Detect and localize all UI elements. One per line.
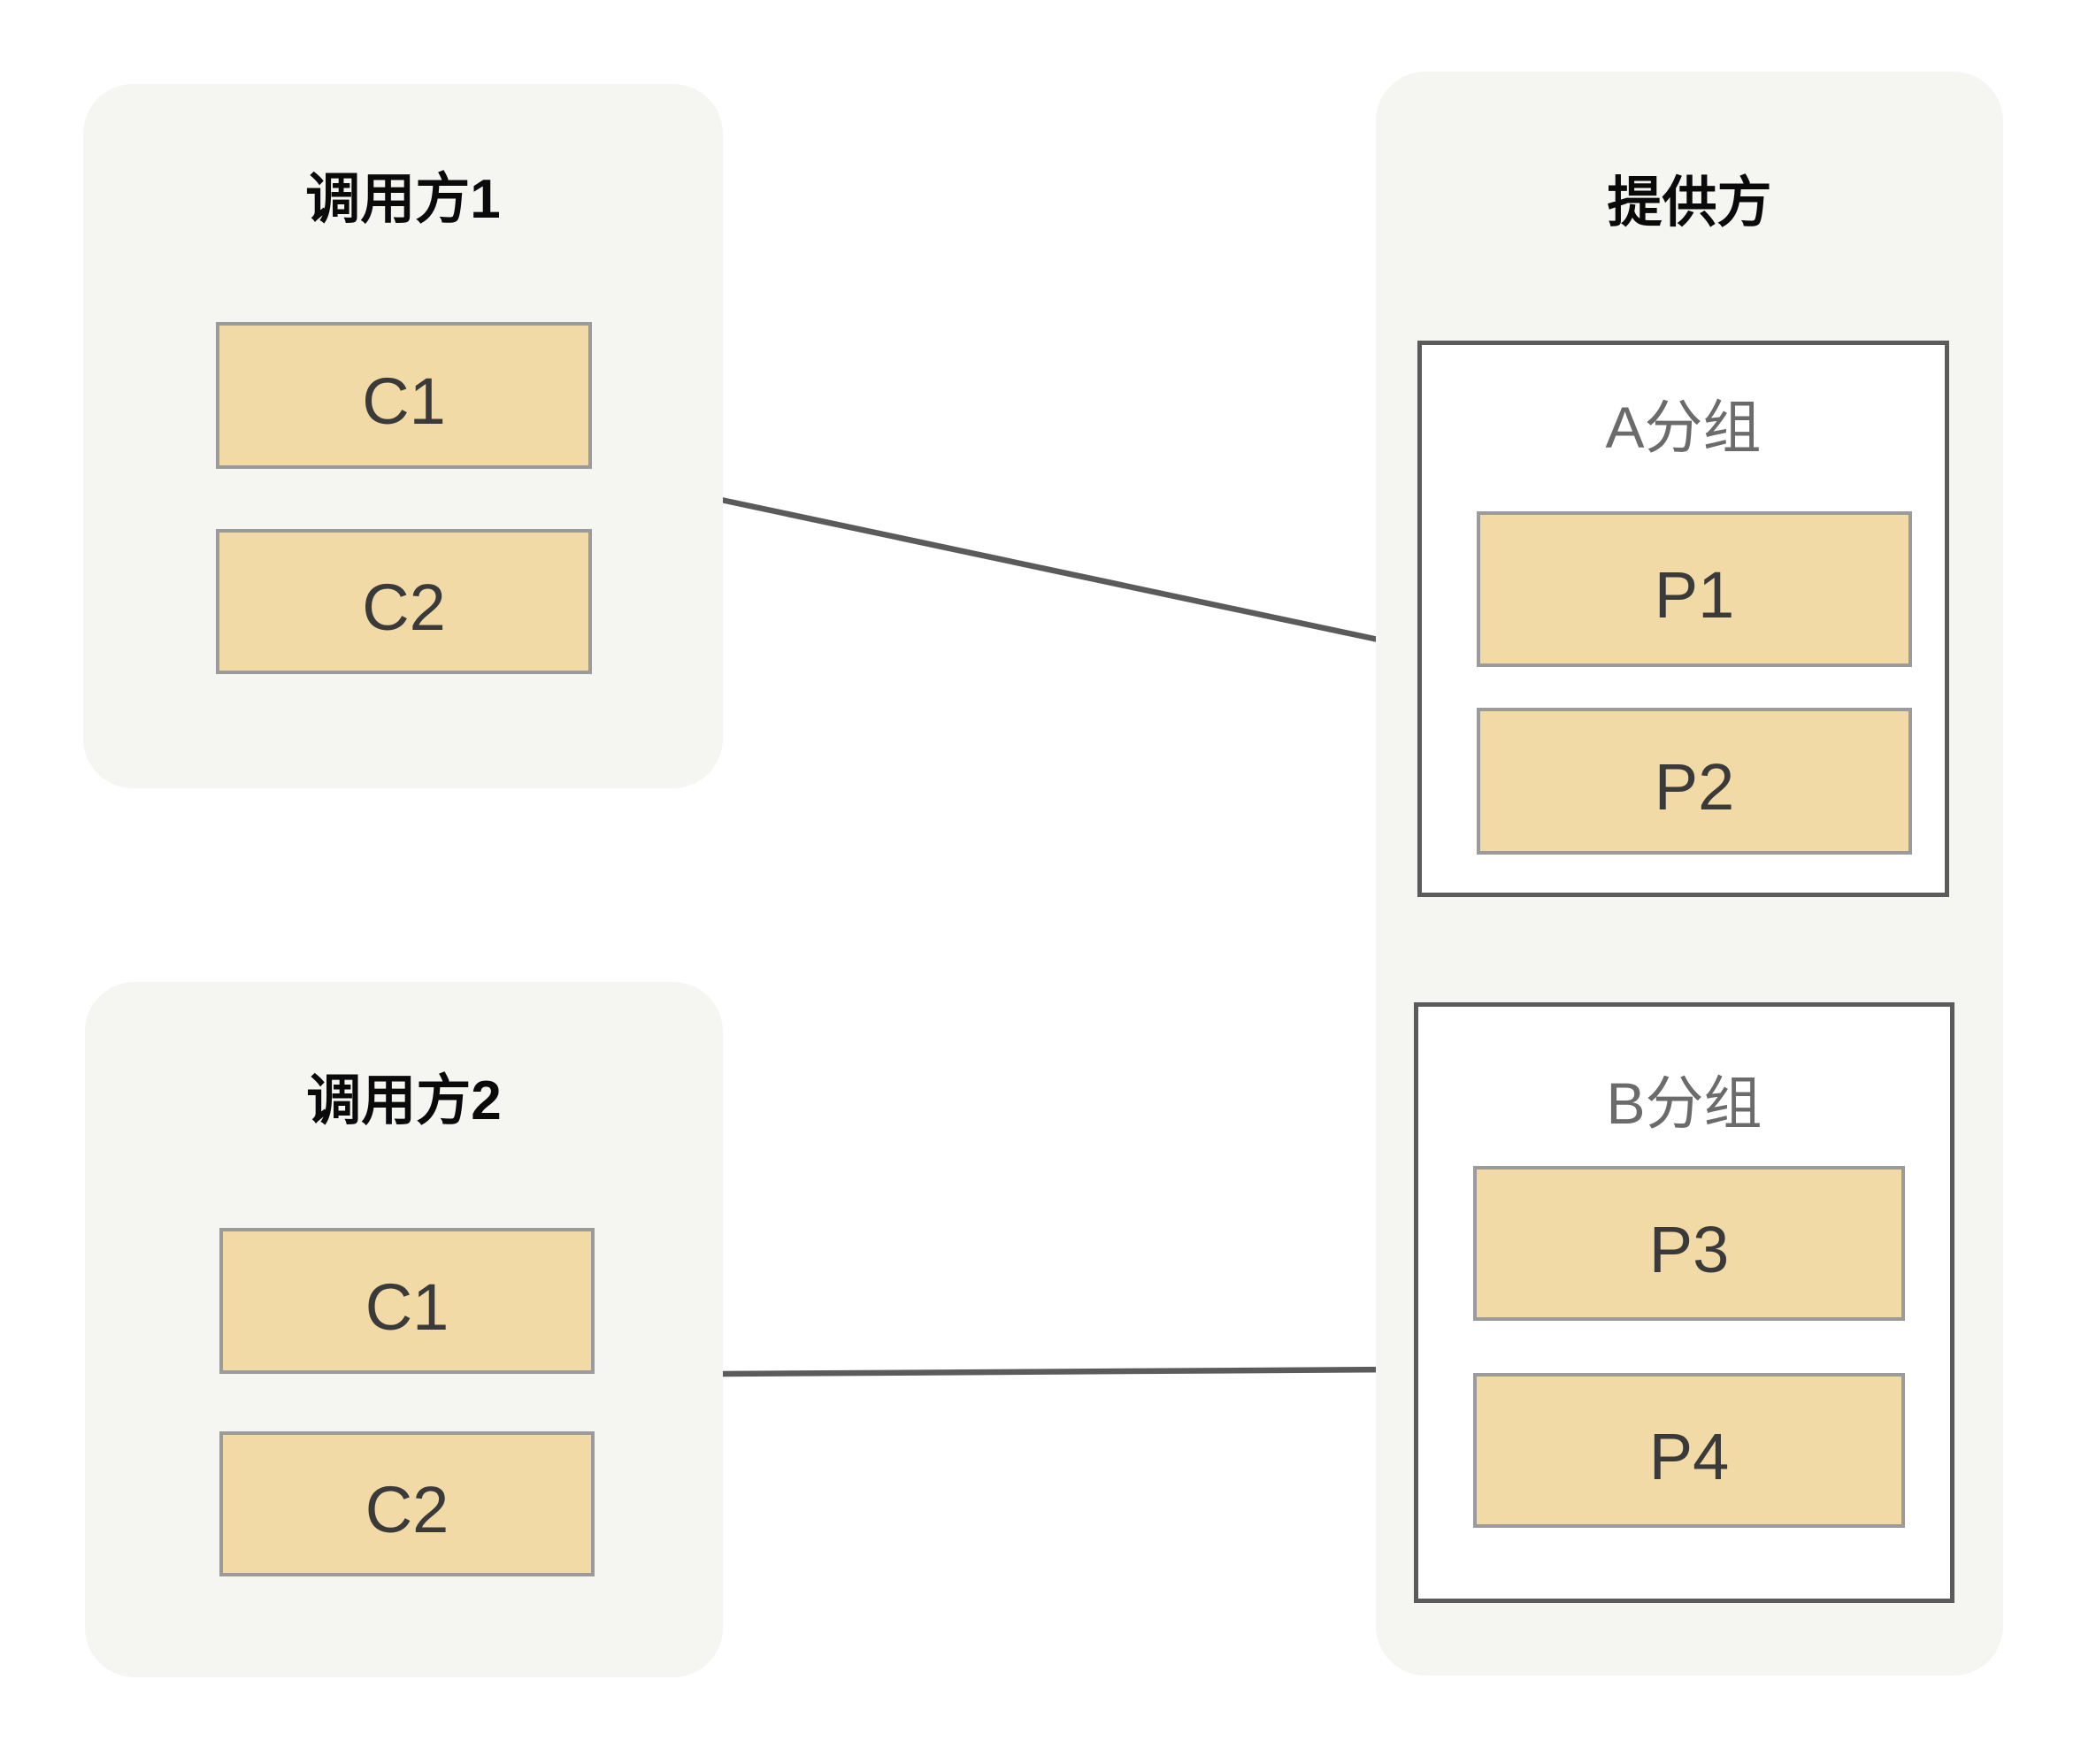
arrow-caller2-to-group-b: [720, 1355, 1412, 1384]
caller2-node-c2: C2: [219, 1431, 595, 1576]
arrow-caller1-to-group-a: [720, 496, 1412, 655]
group-a-box: A分组 P1 P2: [1417, 341, 1949, 897]
provider-title: 提供方: [1607, 173, 1772, 234]
caller1-node-c2: C2: [216, 529, 592, 674]
group-a-node-p2: P2: [1477, 708, 1912, 855]
group-a-label: A分组: [1605, 395, 1762, 460]
caller1-title: 调用方1: [305, 169, 501, 230]
group-b-node-p3: P3: [1473, 1166, 1905, 1321]
caller2-node-c1: C1: [219, 1228, 595, 1374]
caller2-title: 调用方2: [306, 1070, 502, 1131]
provider-panel: 提供方 A分组 P1 P2 B分组 P3 P4: [1376, 72, 2003, 1676]
group-b-node-p4: P4: [1473, 1373, 1905, 1528]
group-b-box: B分组 P3 P4: [1414, 1002, 1954, 1603]
caller2-panel: 调用方2 C1 C2: [85, 982, 723, 1677]
group-a-node-p1: P1: [1477, 511, 1912, 667]
group-b-label: B分组: [1606, 1070, 1762, 1136]
caller1-panel: 调用方1 C1 C2: [83, 84, 723, 788]
caller1-node-c1: C1: [216, 322, 592, 469]
